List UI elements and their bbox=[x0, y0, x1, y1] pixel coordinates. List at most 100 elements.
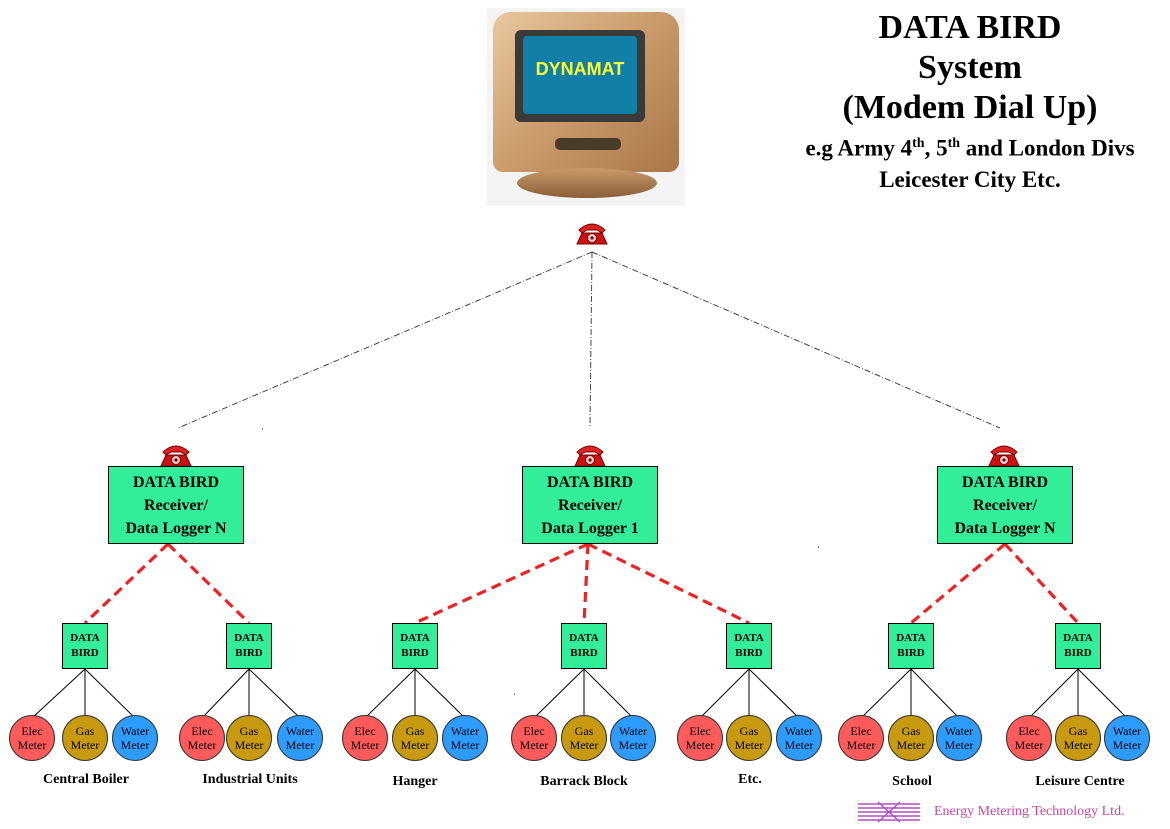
meter-label-line1: Elec bbox=[689, 724, 711, 738]
site-label-industrial-units: Industrial Units bbox=[202, 772, 298, 787]
node-meter-link bbox=[910, 668, 960, 719]
receiver-label-line2: Receiver/ bbox=[144, 497, 208, 514]
node-meter-link bbox=[699, 668, 750, 719]
receiver-label-line1: DATA BIRD bbox=[546, 474, 634, 491]
monitor-screen-label: DYNAMAT bbox=[535, 58, 625, 79]
node-meter-link bbox=[1028, 668, 1079, 719]
meter-label-line2: Meter bbox=[234, 738, 264, 752]
title-line-2: System bbox=[918, 49, 1022, 86]
company-name: Energy Metering Technology Ltd. bbox=[934, 804, 1125, 819]
title-examples-a: e.g Army 4 bbox=[805, 135, 913, 161]
dialup-link bbox=[589, 251, 593, 427]
title-line-3: (Modem Dial Up) bbox=[842, 89, 1098, 126]
node-label-line1: DATA bbox=[896, 632, 926, 644]
site-label-barrack-block: Barrack Block bbox=[540, 774, 628, 789]
meter-label-line1: Elec bbox=[523, 724, 545, 738]
node-meter-link bbox=[533, 668, 585, 719]
meter-label-line1: Gas bbox=[739, 724, 759, 738]
node-label-line1: DATA bbox=[569, 632, 599, 644]
title-line-5: Leicester City Etc. bbox=[879, 166, 1061, 192]
node-label-line1: DATA bbox=[234, 632, 264, 644]
diagram-title: DATA BIRD System (Modem Dial Up) e.g Arm… bbox=[770, 8, 1170, 195]
meter-label-line1: Elec bbox=[191, 724, 213, 738]
telephone-icon bbox=[160, 445, 192, 467]
meter-label-line1: Elec bbox=[354, 724, 376, 738]
meter-label-line2: Meter bbox=[618, 738, 648, 752]
title-examples-sup-2: th bbox=[947, 136, 961, 151]
data-bird-node: DATA BIRD bbox=[1055, 623, 1101, 669]
site-label-leisure-centre: Leisure Centre bbox=[1035, 774, 1125, 789]
node-meter-link bbox=[860, 668, 912, 719]
title-examples-c: and London Divs bbox=[960, 135, 1135, 161]
node-label-line2: BIRD bbox=[735, 647, 763, 659]
receiver-node-link bbox=[587, 542, 750, 625]
site-label-central-boiler: Central Boiler bbox=[43, 772, 129, 787]
receiver-label-line3: Data Logger N bbox=[954, 520, 1056, 537]
meter-label-line2: Meter bbox=[896, 738, 926, 752]
title-examples: e.g Army 4th, 5th and London Divs bbox=[770, 128, 1170, 165]
meter-label-line2: Meter bbox=[350, 738, 380, 752]
monitor-body: DYNAMAT bbox=[493, 12, 679, 172]
title-line-1: DATA BIRD bbox=[878, 9, 1062, 46]
receiver-box-left: DATA BIRD Receiver/ Data Logger N bbox=[108, 466, 244, 544]
meter-label-line1: Gas bbox=[405, 724, 425, 738]
node-label-line2: BIRD bbox=[570, 647, 598, 659]
receiver-node-link bbox=[83, 542, 170, 625]
site-label-hanger: Hanger bbox=[392, 774, 438, 789]
receiver-label-line2: Receiver/ bbox=[558, 497, 622, 514]
node-label-line1: DATA bbox=[400, 632, 430, 644]
telephone-icon bbox=[576, 223, 608, 245]
receiver-node-link bbox=[1003, 542, 1080, 625]
meter-label-line1: Gas bbox=[75, 724, 95, 738]
meter-label-line2: Meter bbox=[1063, 738, 1093, 752]
meter-label-line1: Gas bbox=[901, 724, 921, 738]
company-footer: Energy Metering Technology Ltd. bbox=[856, 800, 1125, 824]
site-label-etc: Etc. bbox=[738, 772, 762, 787]
dynamat-computer-icon: DYNAMAT bbox=[487, 8, 685, 206]
monitor-base bbox=[517, 168, 657, 198]
meter-label-line2: Meter bbox=[519, 738, 549, 752]
node-meter-link bbox=[1077, 668, 1128, 719]
receiver-node-link bbox=[909, 542, 1007, 625]
meter-label-line2: Meter bbox=[846, 738, 876, 752]
data-bird-node: DATA BIRD bbox=[392, 623, 438, 669]
data-bird-node: DATA BIRD bbox=[561, 623, 607, 669]
title-examples-b: , 5 bbox=[924, 135, 948, 161]
receiver-label-line1: DATA BIRD bbox=[961, 474, 1049, 491]
node-label-line1: DATA bbox=[1063, 632, 1093, 644]
meter-label-line2: Meter bbox=[944, 738, 974, 752]
meter-label-line2: Meter bbox=[784, 738, 814, 752]
node-label-line2: BIRD bbox=[235, 647, 263, 659]
dialup-link bbox=[591, 251, 1001, 429]
node-meter-link bbox=[248, 668, 301, 719]
meter-label-line2: Meter bbox=[1014, 738, 1044, 752]
meter-label-line1: Gas bbox=[239, 724, 259, 738]
receiver-node-link bbox=[414, 542, 589, 625]
meter-label-line1: Water bbox=[285, 724, 315, 738]
data-bird-node: DATA BIRD bbox=[888, 623, 934, 669]
node-label-line2: BIRD bbox=[401, 647, 429, 659]
meter-label-line2: Meter bbox=[70, 738, 100, 752]
meter-label-line1: Gas bbox=[1068, 724, 1088, 738]
monitor-drive-slot bbox=[555, 138, 621, 150]
meter-label-line1: Elec bbox=[1018, 724, 1040, 738]
node-meter-link bbox=[748, 668, 800, 719]
meter-label-line2: Meter bbox=[685, 738, 715, 752]
site-label-school: School bbox=[892, 774, 932, 789]
data-bird-node: DATA BIRD bbox=[62, 623, 108, 669]
